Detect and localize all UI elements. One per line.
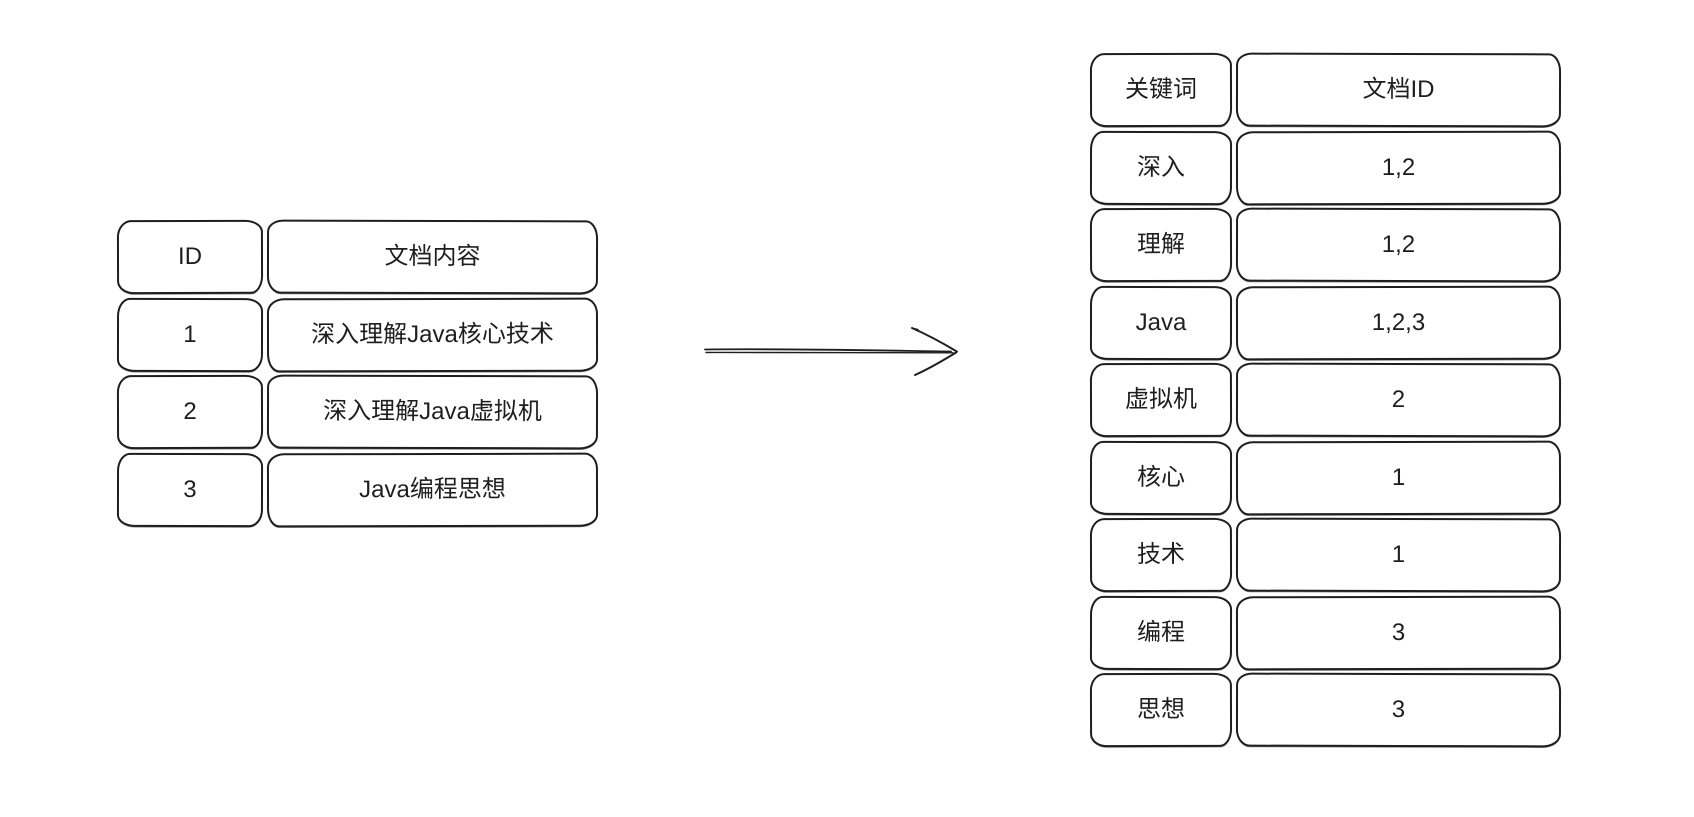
- inverted-index-table: 关键词 文档ID 深入 1,2 理解 1,2 Java 1,2,3 虚拟机 2 …: [1089, 52, 1562, 748]
- transform-arrow: [700, 324, 970, 380]
- index-row-keyword: 技术: [1089, 517, 1233, 593]
- index-row-docids: 2: [1235, 362, 1562, 438]
- docs-row-id: 1: [116, 297, 264, 372]
- index-header-docids: 文档ID: [1235, 52, 1562, 128]
- index-row-docids: 1,2: [1235, 130, 1562, 205]
- docs-header-id: ID: [116, 219, 264, 295]
- index-row-docids: 1,2: [1235, 207, 1562, 283]
- index-header-keyword: 关键词: [1089, 52, 1233, 128]
- docs-header-content: 文档内容: [266, 219, 599, 295]
- index-row-keyword: 编程: [1089, 595, 1233, 670]
- index-row-docids: 1,2,3: [1235, 285, 1562, 360]
- docs-row-content: 深入理解Java虚拟机: [266, 374, 599, 450]
- documents-table: ID 文档内容 1 深入理解Java核心技术 2 深入理解Java虚拟机 3 J…: [116, 219, 599, 527]
- docs-row-id: 3: [116, 452, 264, 527]
- index-row-keyword: 核心: [1089, 440, 1233, 515]
- index-row-keyword: 深入: [1089, 130, 1233, 205]
- docs-row-content: Java编程思想: [266, 452, 599, 527]
- index-row-keyword: 理解: [1089, 207, 1233, 283]
- index-row-docids: 3: [1235, 672, 1562, 748]
- docs-row-id: 2: [116, 374, 264, 450]
- index-row-keyword: 思想: [1089, 672, 1233, 748]
- index-row-keyword: Java: [1089, 285, 1233, 360]
- index-row-docids: 1: [1235, 517, 1562, 593]
- index-row-docids: 3: [1235, 595, 1562, 670]
- right-arrow-icon: [704, 327, 958, 376]
- docs-row-content: 深入理解Java核心技术: [266, 297, 599, 372]
- index-row-keyword: 虚拟机: [1089, 362, 1233, 438]
- index-row-docids: 1: [1235, 440, 1562, 515]
